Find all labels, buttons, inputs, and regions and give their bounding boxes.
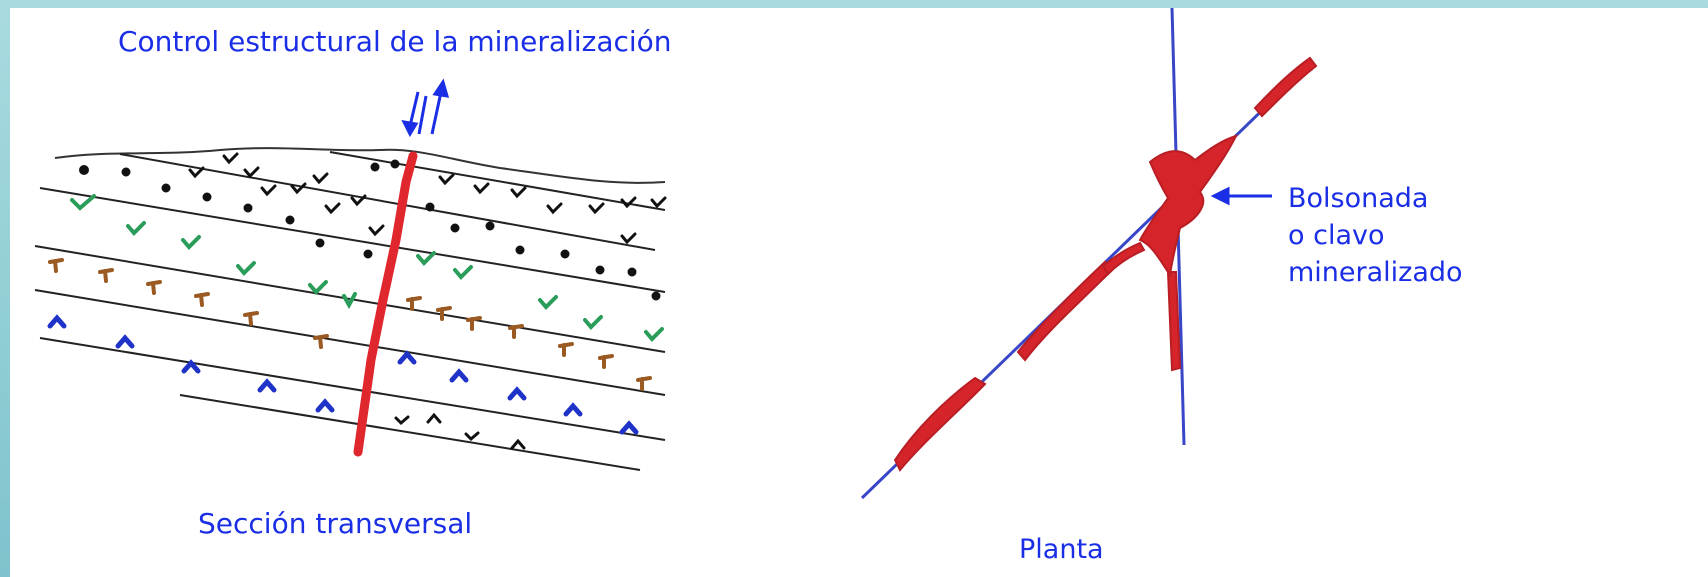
ore-lens xyxy=(1101,241,1146,276)
plan-caption: Planta xyxy=(1019,534,1104,565)
strata-symbols-brown xyxy=(48,258,652,391)
ore-lens xyxy=(1166,271,1182,372)
diagram-paper xyxy=(10,8,1708,577)
ore-lens xyxy=(1016,260,1114,362)
strata-line xyxy=(329,151,666,211)
strata-symbols-blue xyxy=(47,314,639,435)
strata-line xyxy=(34,289,666,396)
ore-lens xyxy=(893,376,987,472)
strata-line xyxy=(39,187,666,293)
ore-lens xyxy=(1253,56,1318,118)
section-title: Control estructural de la mineralización xyxy=(118,25,672,58)
strata-line xyxy=(119,153,656,251)
ore-pocket xyxy=(1138,134,1238,278)
strata-line xyxy=(179,394,641,471)
callout-line: o clavo xyxy=(1288,220,1385,251)
ground-surface xyxy=(54,147,666,184)
callout-line: Bolsonada xyxy=(1288,183,1429,214)
section-caption: Sección transversal xyxy=(198,507,473,540)
strata-lines xyxy=(34,151,666,471)
ore-vein xyxy=(353,151,418,457)
strata-symbols-green xyxy=(70,194,664,342)
ore-pocket-callout: Bolsonada o clavo mineralizado xyxy=(1288,180,1463,291)
strata-symbols-bottom xyxy=(394,412,526,450)
ore-shoots xyxy=(893,56,1318,472)
fault-movement-arrows xyxy=(401,78,450,138)
callout-arrow-icon xyxy=(1210,186,1272,206)
strata-symbols-black xyxy=(79,152,667,301)
strata-line xyxy=(39,337,666,441)
callout-line: mineralizado xyxy=(1288,257,1463,288)
